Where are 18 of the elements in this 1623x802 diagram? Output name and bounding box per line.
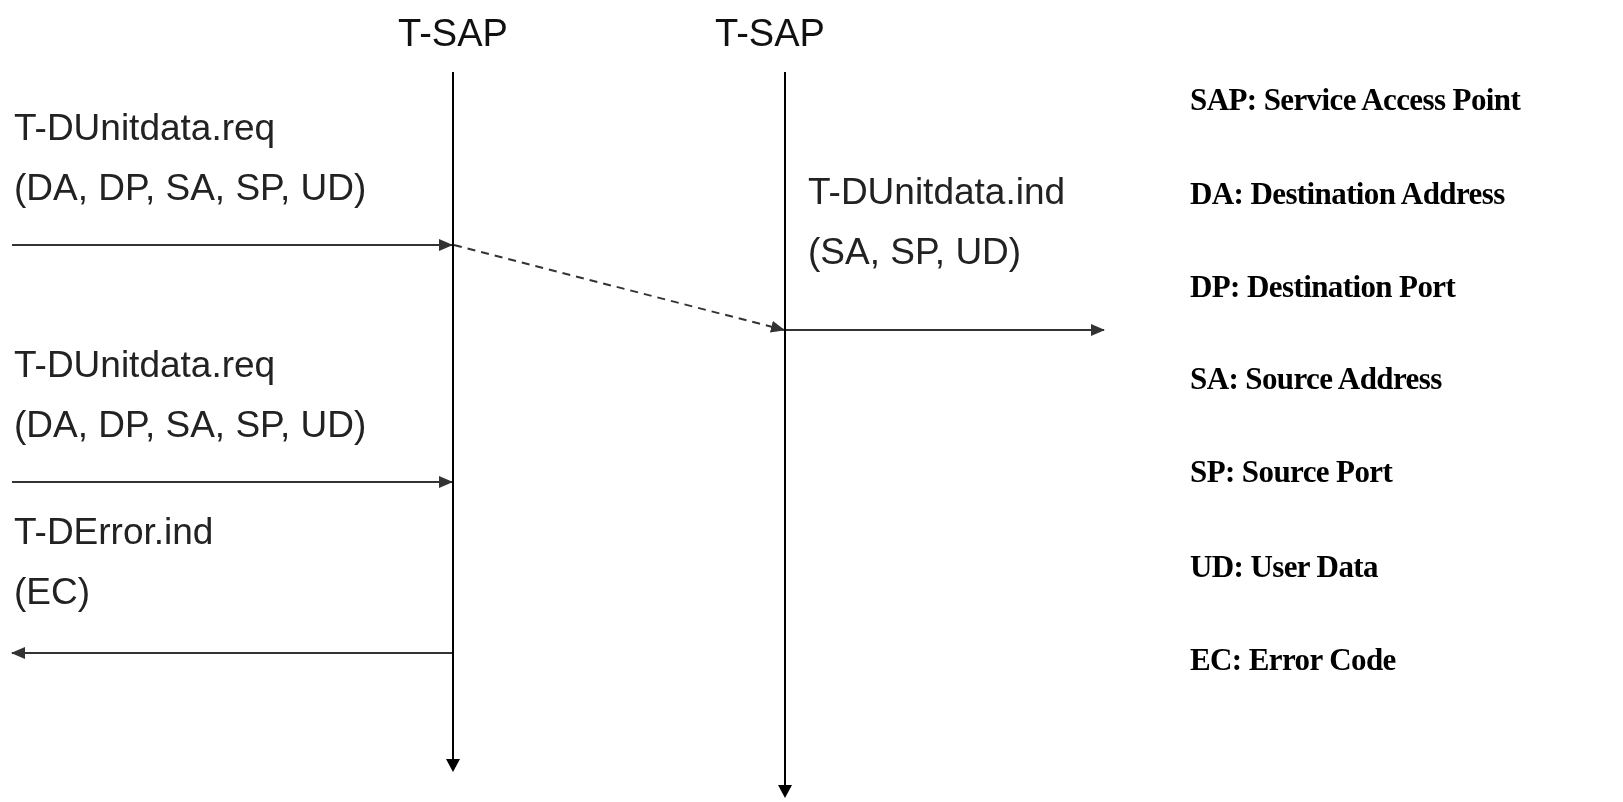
edge-label: T-DError.ind (EC)	[14, 510, 215, 614]
abbreviation-definition: SP: Source Port	[1190, 454, 1393, 490]
column-heading: T-SAP	[398, 12, 508, 55]
abbreviation-definition: SAP: Service Access Point	[1190, 82, 1521, 118]
arrow	[785, 324, 1105, 336]
abbreviation-definition: EC: Error Code	[1190, 642, 1396, 678]
edge-label: T-DUnitdata.req (DA, DP, SA, SP, UD)	[14, 106, 368, 210]
abbreviation-definition: UD: User Data	[1190, 549, 1378, 585]
abbreviation-definition: DA: Destination Address	[1190, 176, 1505, 212]
abbreviation-definition: DP: Destination Port	[1190, 269, 1456, 305]
arrow	[11, 239, 453, 251]
arrow	[11, 647, 453, 659]
dashed-arrow	[453, 244, 785, 333]
edge-label: T-DUnitdata.req (DA, DP, SA, SP, UD)	[14, 343, 368, 447]
abbreviation-definition: SA: Source Address	[1190, 361, 1442, 397]
arrow	[11, 476, 453, 488]
edge-label: T-DUnitdata.ind (SA, SP, UD)	[808, 170, 1067, 274]
column-heading: T-SAP	[715, 12, 825, 55]
